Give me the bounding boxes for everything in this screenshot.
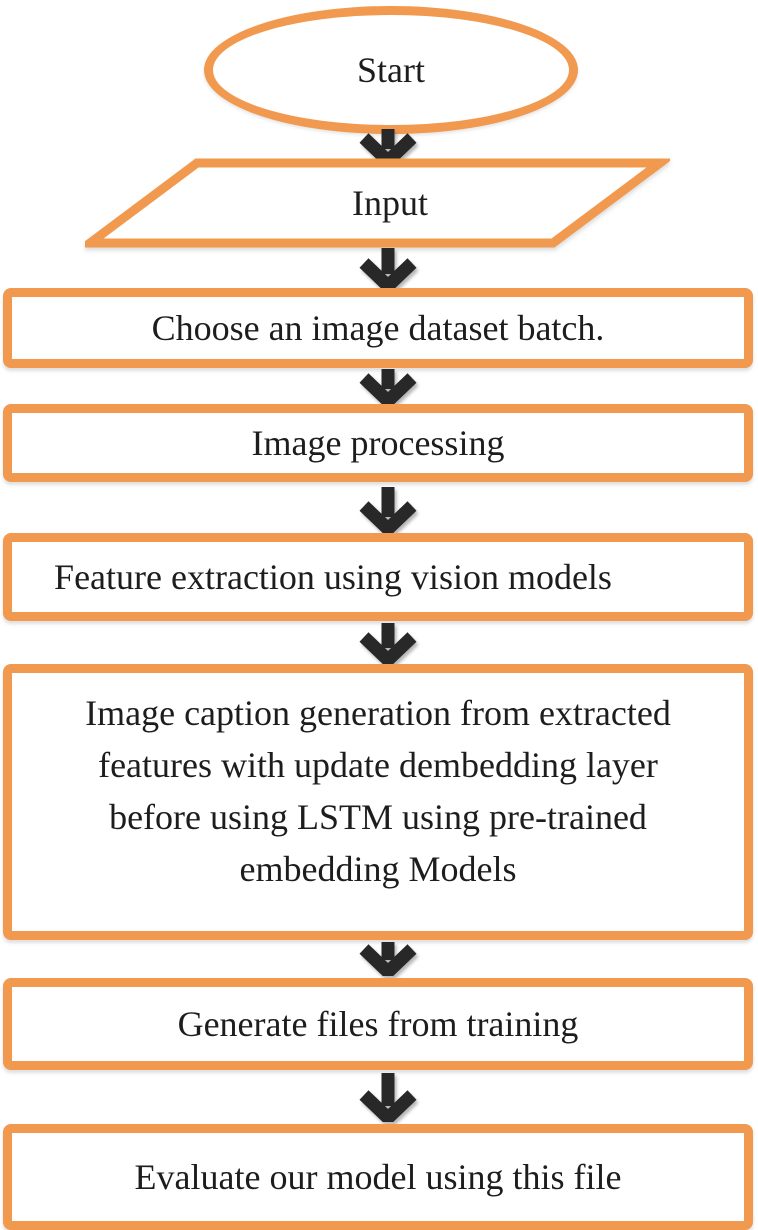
flow-node-caption-generation-line3: before using LSTM using pre-trained [109,797,647,837]
down-arrow-icon [359,1073,417,1122]
flow-node-caption-generation-line4: embedding Models [239,849,517,889]
flow-node-caption-generation-line1: Image caption generation from extracted [85,693,671,733]
flow-node-start: Start [204,6,578,134]
down-arrow-icon [359,248,417,290]
flow-node-choose-dataset: Choose an image dataset batch. [3,288,753,368]
flow-node-input-label: Input [352,182,428,223]
down-arrow-icon [359,487,417,533]
flow-node-feature-extraction-label: Feature extraction using vision models [54,556,612,597]
flow-node-choose-dataset-label: Choose an image dataset batch. [151,307,605,348]
flow-node-image-processing-label: Image processing [251,422,505,463]
down-arrow-icon [359,942,417,976]
flow-node-generate-files-label: Generate files from training [177,1003,579,1044]
flow-node-input-shape [85,158,670,248]
down-arrow-icon [359,369,417,405]
flow-node-image-processing: Image processing [3,404,753,482]
flow-node-input: Input [190,163,590,243]
flow-node-caption-generation-line2: features with update dembedding layer [98,745,658,785]
flow-node-evaluate-model-label: Evaluate our model using this file [134,1156,622,1197]
flow-node-generate-files: Generate files from training [3,978,753,1070]
flow-node-feature-extraction: Feature extraction using vision models [3,533,753,621]
flow-node-start-label: Start [357,49,425,90]
flow-node-evaluate-model: Evaluate our model using this file [3,1124,753,1230]
down-arrow-icon [359,623,417,664]
flow-node-caption-generation: Image caption generation from extracted … [3,664,753,940]
